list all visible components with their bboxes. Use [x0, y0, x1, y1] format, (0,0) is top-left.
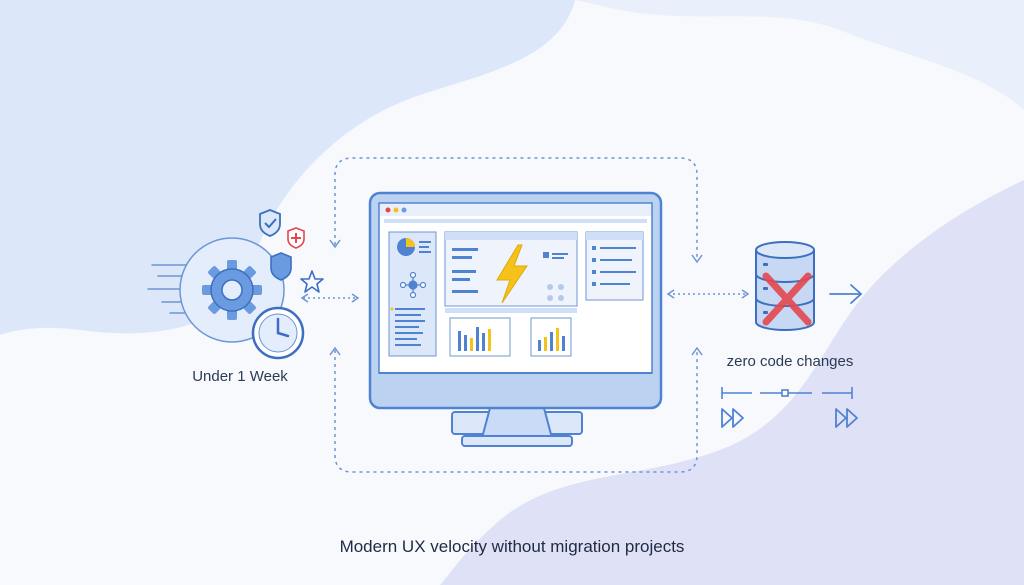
cross-icon	[762, 272, 812, 326]
star-icon	[300, 270, 324, 293]
bottom-right-blob	[440, 180, 1024, 585]
shield-check-icon	[259, 209, 281, 237]
gear-icon	[202, 260, 262, 320]
under-one-week-label: Under 1 Week	[192, 368, 288, 385]
dashed-frame	[334, 157, 698, 473]
zero-code-changes-label: zero code changes	[726, 353, 854, 370]
right-connector	[666, 289, 750, 299]
pie-chart-icon	[397, 238, 415, 256]
top-left-blob	[0, 0, 575, 335]
fast-forward-icon-right	[835, 408, 858, 428]
monitor-icon	[368, 191, 663, 447]
top-right-blob	[575, 0, 1024, 110]
footer-caption: Modern UX velocity without migration pro…	[339, 537, 685, 556]
clock-icon	[251, 306, 305, 360]
lightning-icon	[496, 244, 528, 304]
timeline-track	[721, 387, 853, 399]
frame-arrowheads	[329, 239, 703, 356]
left-connector	[300, 293, 360, 303]
shield-plus-icon	[287, 227, 305, 249]
arrow-right-icon	[829, 284, 863, 304]
fast-forward-icon	[721, 408, 744, 428]
shield-icon	[270, 252, 292, 281]
